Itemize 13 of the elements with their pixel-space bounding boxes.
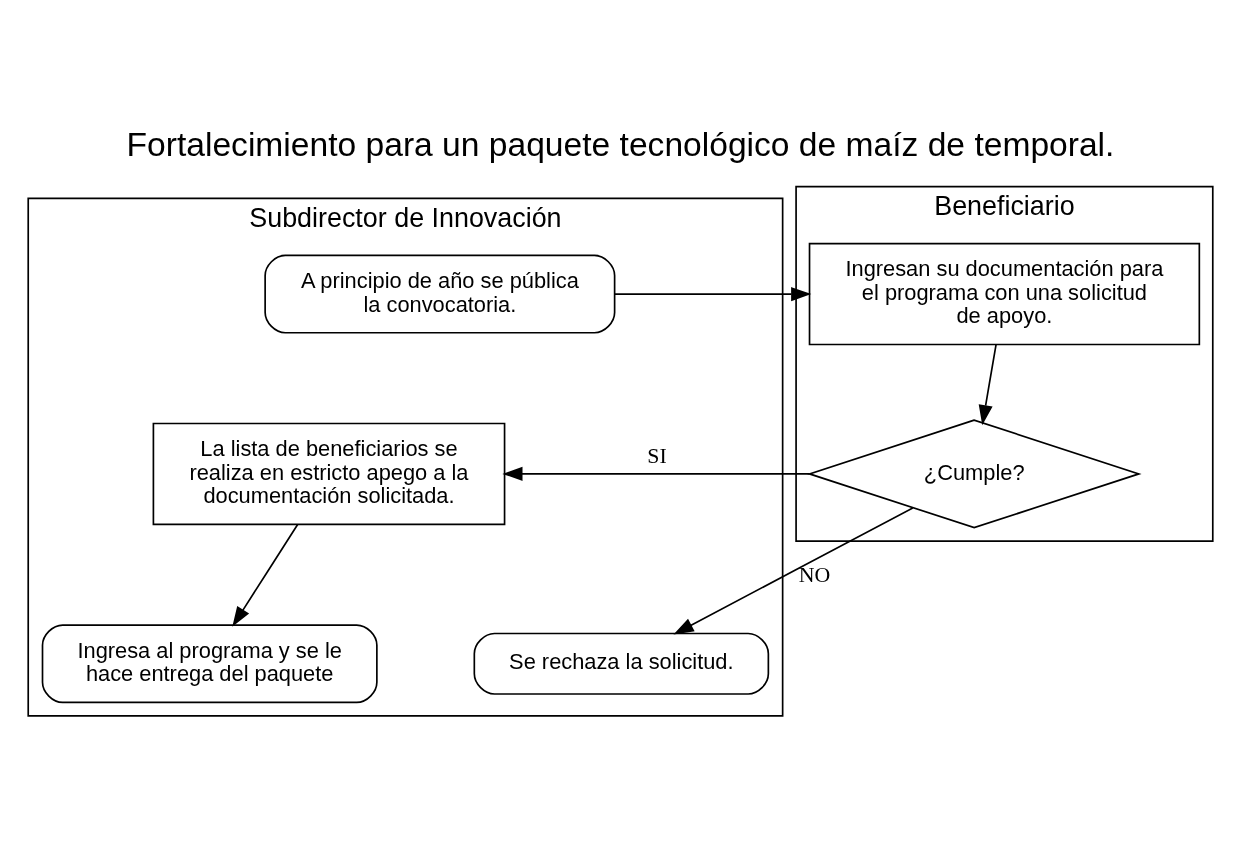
arrow <box>978 343 997 425</box>
node-box: Ingresa al programa y se le hace entrega del paquete <box>41 623 378 703</box>
node-box: La lista de beneficiarios se realiza en estricto apego a la documentación solicitada. <box>152 422 506 525</box>
arrow <box>613 286 812 301</box>
edge-label: SI <box>647 443 667 468</box>
node-box: Ingresan su documentación para el programa con una solicitud de apoyo. <box>808 242 1201 345</box>
node-box: Se rechaza la solicitud. <box>473 632 770 695</box>
edge-label: NO <box>798 562 831 587</box>
node-box: A principio de año se pública la convocatoria. <box>264 254 616 334</box>
arrow <box>232 523 299 627</box>
arrow <box>502 466 811 481</box>
diagram-title: Fortalecimiento para un paquete tecnológico de maíz de temporal. <box>126 125 1115 163</box>
arrow <box>673 506 914 634</box>
